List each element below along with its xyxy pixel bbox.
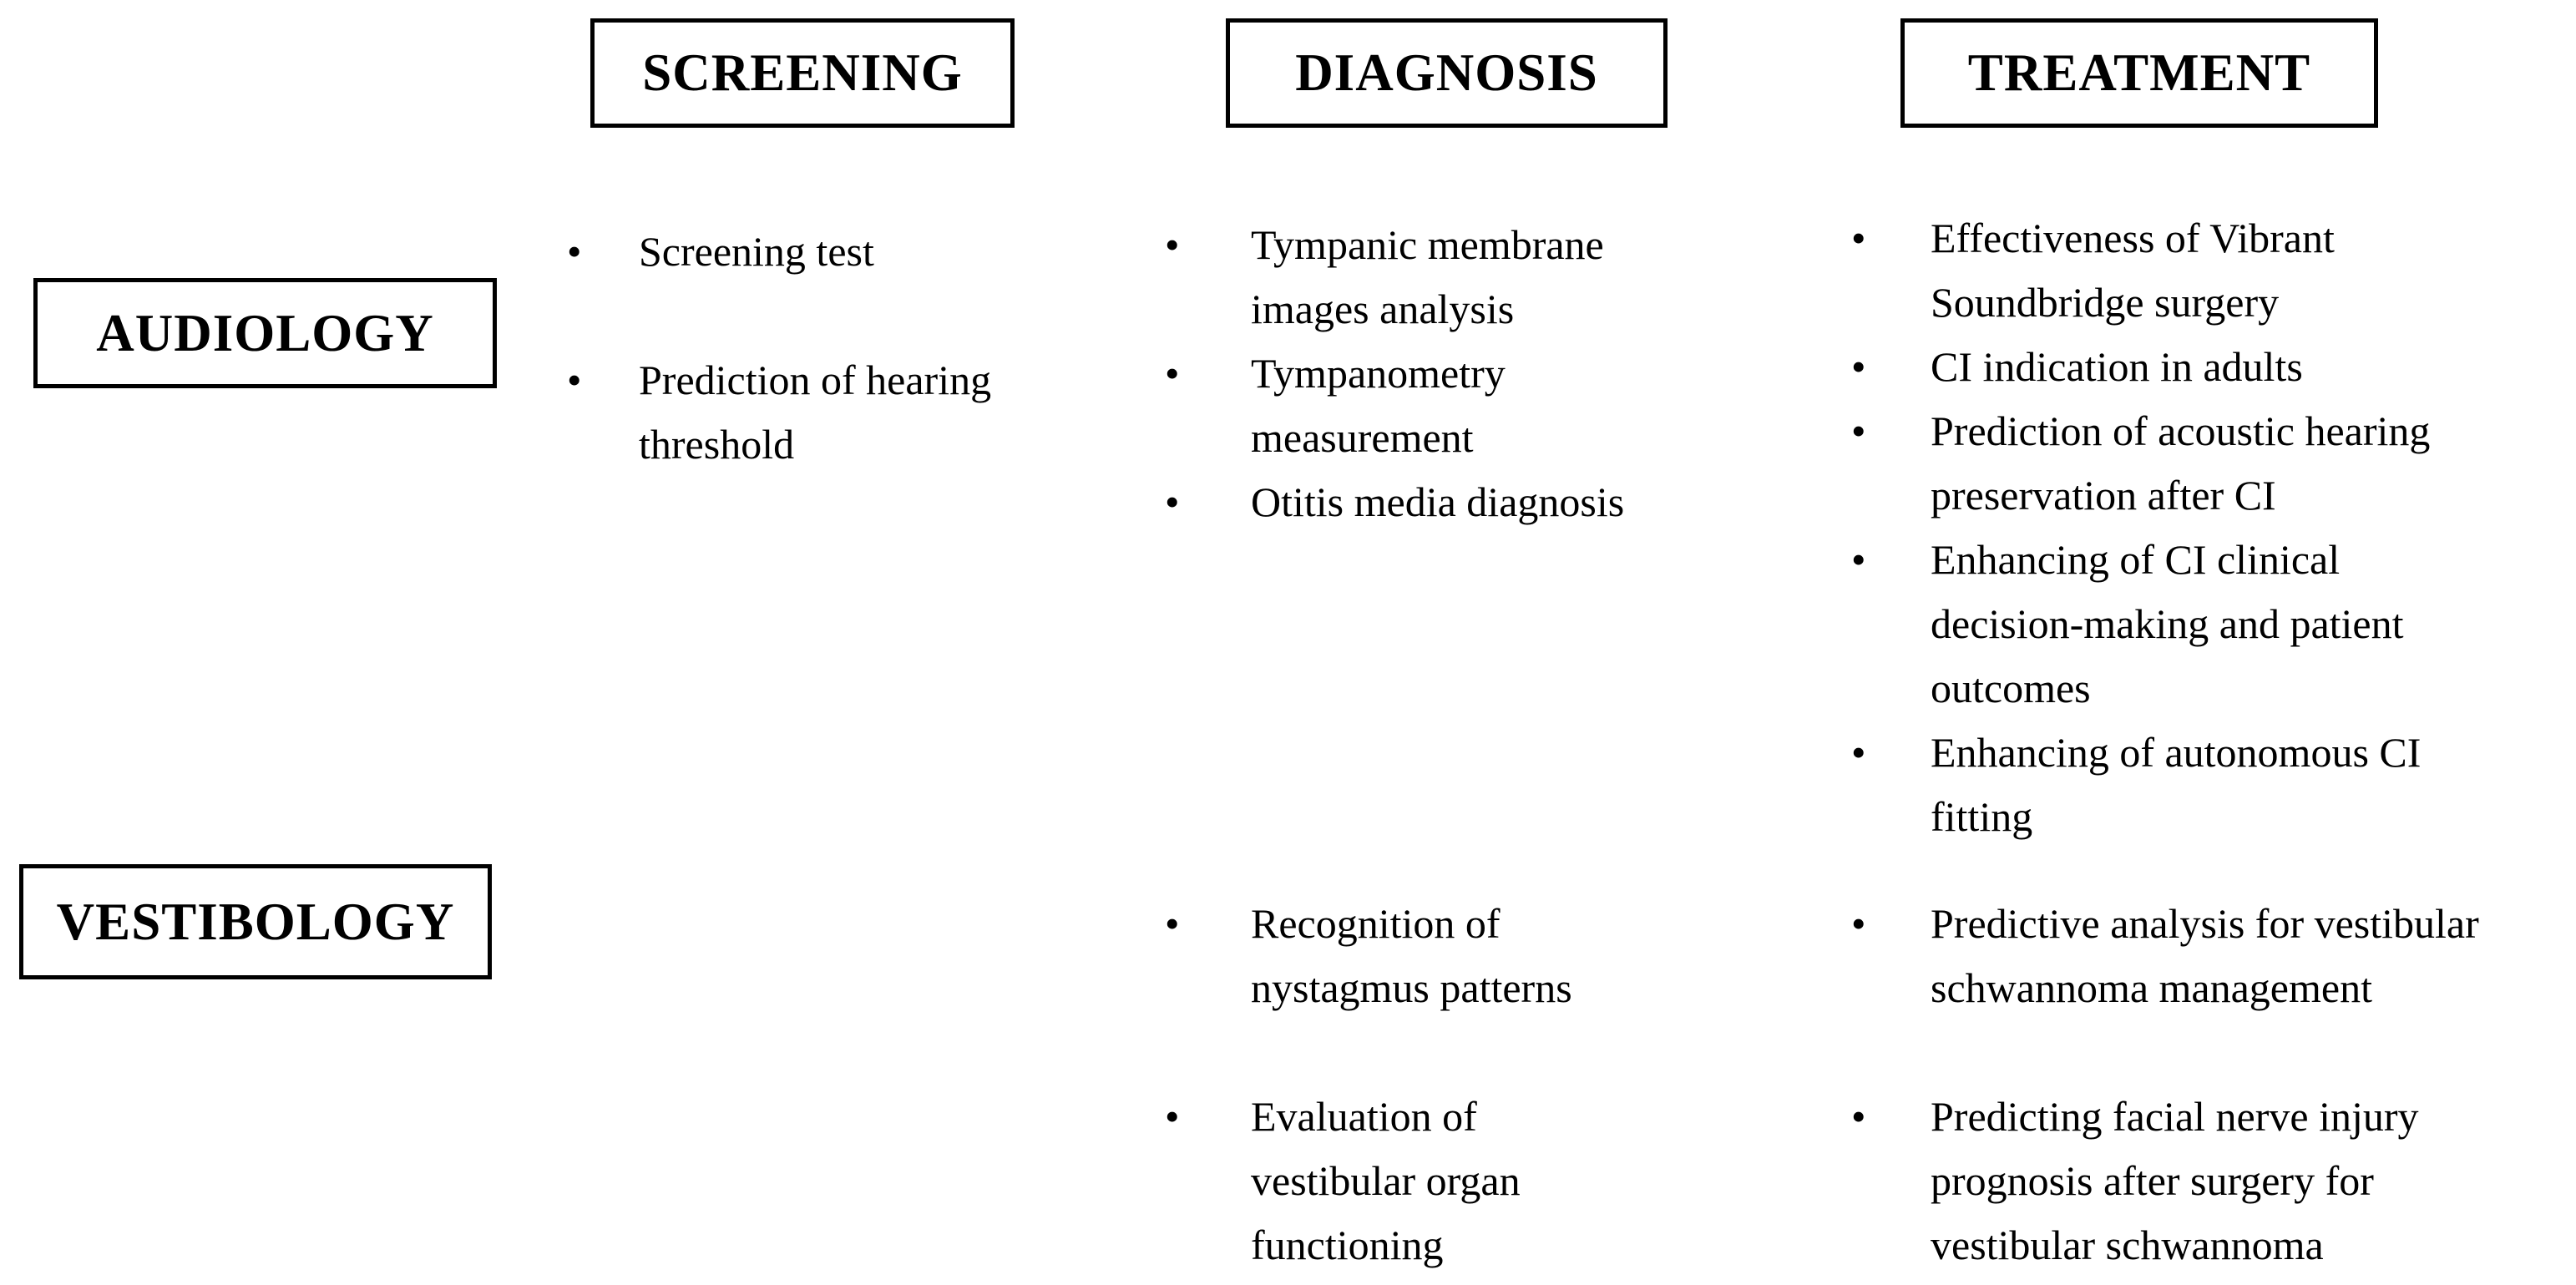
list-item-text: CI indication in adults [1931, 343, 2303, 390]
list-item: • Tympanometry measurement [1165, 341, 1794, 470]
bullet-icon: • [567, 357, 582, 403]
list-item: • Prediction of acoustic hearing preserva… [1851, 399, 2576, 528]
list-item: • Tympanic membrane images analysis [1165, 213, 1794, 341]
column-header-treatment-label: TREATMENT [1967, 43, 2311, 102]
column-header-diagnosis: DIAGNOSIS [1226, 18, 1668, 128]
bullet-icon: • [1851, 729, 1866, 776]
column-header-diagnosis-label: DIAGNOSIS [1295, 43, 1598, 102]
row-header-vestibology: VESTIBOLOGY [19, 864, 492, 979]
list-item: • Recognition of nystagmus patterns [1165, 892, 1794, 1020]
bullet-icon: • [1851, 215, 1866, 261]
bullet-icon: • [567, 228, 582, 275]
list-item-text: Tympanometry measurement [1251, 350, 1506, 461]
cell-audiology-treatment: • Effectiveness of Vibrant Soundbridge su… [1851, 206, 2576, 849]
cell-audiology-screening: • Screening test • Prediction of hearing th… [567, 220, 1073, 477]
list-item: • Predictive analysis for vestibular schw… [1851, 892, 2576, 1020]
bullet-icon: • [1165, 1093, 1180, 1140]
column-header-screening-label: SCREENING [642, 43, 963, 102]
row-header-audiology-label: AUDIOLOGY [96, 303, 434, 362]
list-item: • Evaluation of vestibular organ function… [1165, 1085, 1794, 1277]
list-item: • Enhancing of autonomous CI fitting [1851, 721, 2576, 849]
bullet-icon: • [1165, 221, 1180, 268]
column-header-screening: SCREENING [590, 18, 1015, 128]
list-item-text: Prediction of acoustic hearing preservat… [1931, 407, 2431, 519]
row-header-vestibology-label: VESTIBOLOGY [56, 892, 455, 951]
row-header-audiology: AUDIOLOGY [33, 278, 497, 388]
list-item-text: Recognition of nystagmus patterns [1251, 900, 1572, 1011]
cell-vestibology-treatment: • Predictive analysis for vestibular schw… [1851, 892, 2576, 1277]
bullet-icon: • [1165, 478, 1180, 525]
bullet-icon: • [1851, 1093, 1866, 1140]
bullet-icon: • [1165, 350, 1180, 397]
column-header-treatment: TREATMENT [1900, 18, 2378, 128]
bullet-icon: • [1851, 536, 1866, 583]
list-item: • Predicting facial nerve injury prognosi… [1851, 1085, 2576, 1277]
list-item-text: Predicting facial nerve injury prognosis… [1931, 1093, 2419, 1268]
list-item-text: Enhancing of CI clinical decision-making… [1931, 536, 2404, 711]
list-item: • Effectiveness of Vibrant Soundbridge su… [1851, 206, 2576, 335]
bullet-icon: • [1165, 900, 1180, 947]
list-item: • Prediction of hearing threshold [567, 348, 1073, 477]
list-item-text: Enhancing of autonomous CI fitting [1931, 729, 2422, 840]
list-item-text: Otitis media diagnosis [1251, 478, 1625, 525]
list-item-text: Effectiveness of Vibrant Soundbridge sur… [1931, 215, 2335, 326]
cell-audiology-diagnosis: • Tympanic membrane images analysis • Tympa… [1165, 213, 1794, 534]
bullet-icon: • [1851, 343, 1866, 390]
list-item-text: Prediction of hearing threshold [639, 357, 992, 468]
list-item: • Screening test [567, 220, 1073, 284]
list-item: • Otitis media diagnosis [1165, 470, 1794, 534]
bullet-icon: • [1851, 407, 1866, 454]
list-item: • Enhancing of CI clinical decision-makin… [1851, 528, 2576, 721]
list-item: • CI indication in adults [1851, 335, 2576, 399]
bullet-icon: • [1851, 900, 1866, 947]
cell-vestibology-diagnosis: • Recognition of nystagmus patterns • Evalu… [1165, 892, 1794, 1277]
list-item-text: Tympanic membrane images analysis [1251, 221, 1604, 332]
list-item-text: Evaluation of vestibular organ functioni… [1251, 1093, 1521, 1268]
list-item-text: Predictive analysis for vestibular schwa… [1931, 900, 2479, 1011]
list-item-text: Screening test [639, 228, 874, 275]
